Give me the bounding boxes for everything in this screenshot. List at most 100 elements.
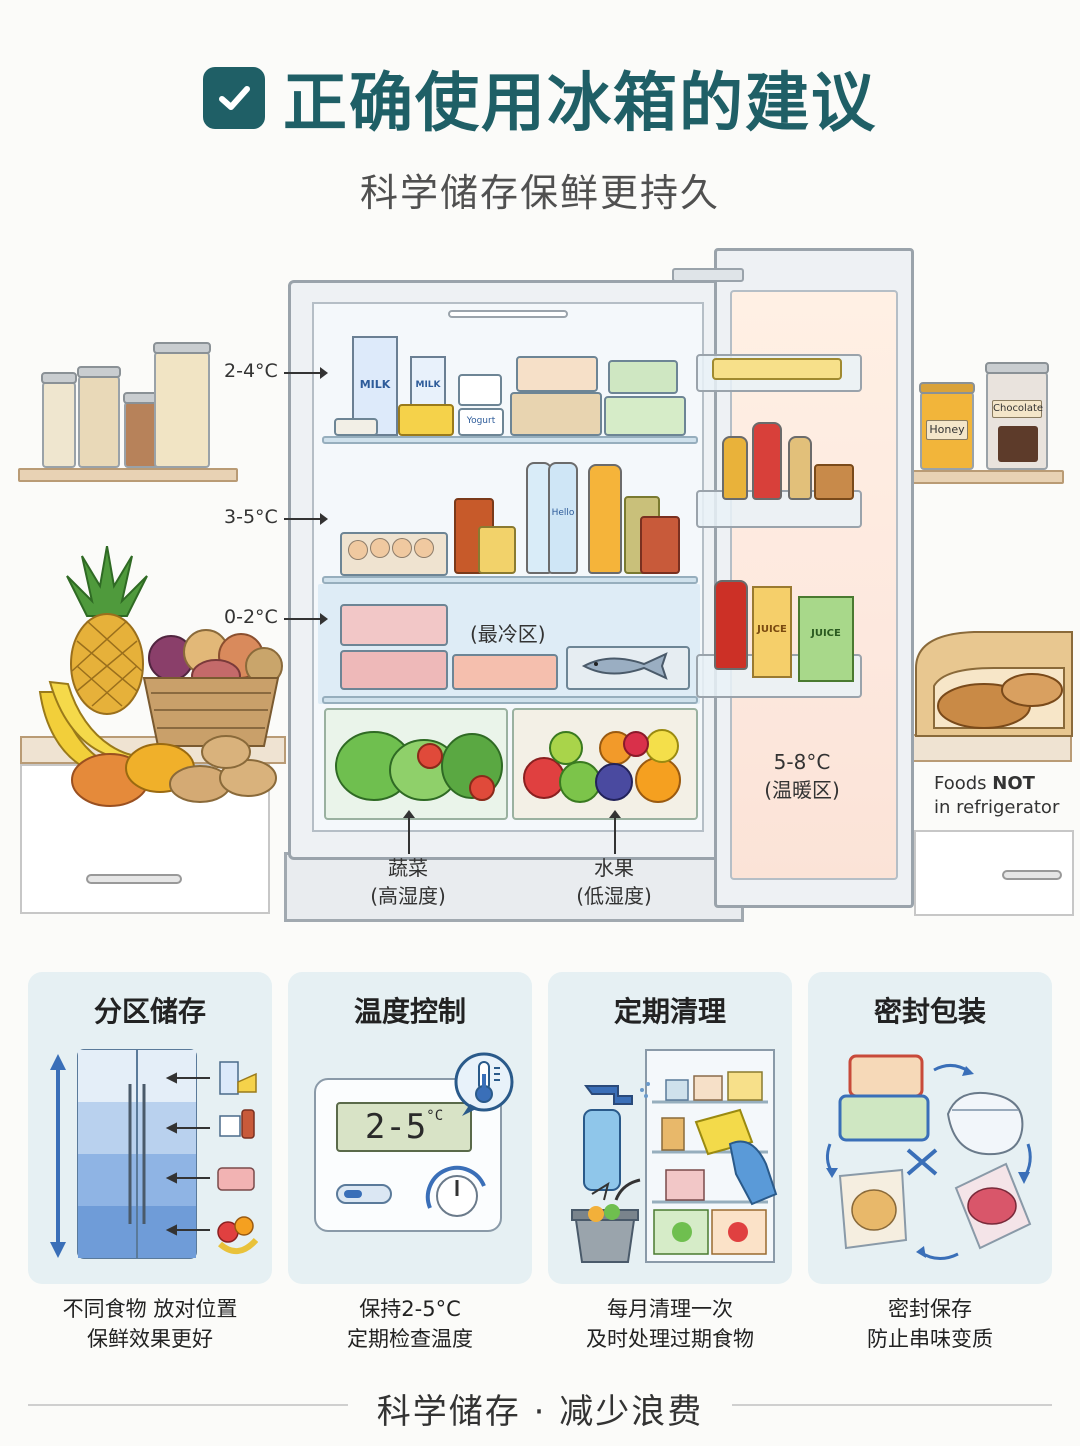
vegetable-drawer-label: 蔬菜 (高湿度) <box>348 854 468 910</box>
caption-line1: 密封保存 <box>888 1297 972 1321</box>
oats-jar-icon <box>77 366 121 468</box>
card-caption-sealed-packaging: 密封保存 防止串味变质 <box>808 1294 1052 1354</box>
caption-line2: 定期检查温度 <box>347 1327 473 1351</box>
leftovers-container-icon <box>516 356 598 392</box>
fish-icon <box>581 652 668 680</box>
thermometer-icon <box>454 1052 514 1116</box>
door-temp-value: 5-8°C <box>773 750 831 774</box>
fridge-shelf-top <box>322 436 698 444</box>
yogurt-cup-icon-2: Yogurt <box>458 408 504 436</box>
display-unit: °C <box>426 1108 444 1124</box>
water-bottle-icon-2: Hello <box>548 462 578 574</box>
footer-divider-right <box>732 1404 1052 1406</box>
temperature-display: 2-5°C <box>336 1102 472 1152</box>
door-hinge <box>672 268 744 282</box>
card-title: 定期清理 <box>613 995 726 1028</box>
milk-carton-small-text: MILK <box>415 380 441 390</box>
tips-cards: 分区储存 <box>28 972 1052 1362</box>
juice-carton-text: JUICE <box>757 624 787 635</box>
grain-jar-icon <box>41 372 77 468</box>
chocolate-jar-icon: Chocolate <box>985 362 1049 470</box>
temperature-dial-icon[interactable] <box>422 1156 492 1226</box>
milk-carton-text: MILK <box>359 378 391 391</box>
meat-container-icon-2 <box>340 650 448 690</box>
arrow-right-icon <box>284 513 328 525</box>
left-wall-shelf <box>18 468 238 482</box>
cheese-icon <box>398 404 454 436</box>
page-title: 正确使用冰箱的建议 <box>283 67 877 141</box>
card-title: 分区储存 <box>93 995 206 1028</box>
juice-carton-2-text: JUICE <box>811 628 841 639</box>
butter-dish-icon <box>334 418 378 436</box>
header: 正确使用冰箱的建议 科学储存保鲜更持久 <box>0 52 1080 217</box>
pasta-jar-icon <box>153 342 211 468</box>
ketchup-bottle-icon <box>714 580 748 670</box>
yogurt-cup-icon <box>458 374 502 406</box>
water-bottle-icon <box>526 462 552 574</box>
caption-line1: 不同食物 放对位置 <box>62 1297 238 1321</box>
thermostat-illustration: 2-5°C <box>302 1044 518 1264</box>
orange-juice-bottle-icon <box>588 464 622 574</box>
door-zone-label: 5-8°C (温暖区) <box>752 748 852 804</box>
left-cabinet-handle <box>86 874 182 884</box>
arrow-up-icon <box>403 810 415 854</box>
salad-container-icon <box>608 360 678 394</box>
sealed-containers-icon <box>825 1054 1032 1260</box>
arrow-right-icon <box>284 367 328 379</box>
fridge-shelf-middle <box>322 576 698 584</box>
zoned-fridge-icon <box>50 1049 258 1259</box>
title-row: 正确使用冰箱的建议 <box>0 52 1080 144</box>
shelf-temp-top: 2-4°C <box>224 360 278 382</box>
footer: 科学储存 · 减少浪费 <box>0 1380 1080 1432</box>
page-subtitle: 科学储存保鲜更持久 <box>359 171 720 215</box>
dressing-bottle-icon <box>788 436 812 500</box>
foods-not-bold: NOT <box>992 773 1035 794</box>
jam-jar-icon <box>478 526 516 574</box>
butter-block-icon <box>712 358 842 380</box>
right-cabinet-handle <box>1002 870 1062 880</box>
caption-line2: 保鲜效果更好 <box>87 1327 213 1351</box>
coldest-zone-label: (最冷区) <box>470 622 546 646</box>
honey-label: Honey <box>926 420 968 440</box>
meat-container-icon <box>340 604 448 646</box>
mustard-bottle-icon <box>722 436 748 500</box>
card-title: 温度控制 <box>353 995 466 1028</box>
condiment-jar-icon <box>814 464 854 500</box>
right-wall-shelf <box>912 470 1064 484</box>
fridge-light <box>448 310 568 318</box>
caption-line1: 每月清理一次 <box>607 1297 733 1321</box>
shelf-temp-middle: 3-5°C <box>224 506 278 528</box>
kitchen-scene: Honey Chocolate <box>0 240 1080 930</box>
pineapple-icon <box>66 546 148 715</box>
tomato-sauce-jar-icon <box>640 516 680 574</box>
fruit-drawer-label: 水果 (低湿度) <box>554 854 674 910</box>
salad-container-icon-2 <box>604 396 686 436</box>
card-regular-cleaning: 定期清理 <box>548 972 792 1284</box>
water-bottle-text: Hello <box>551 508 575 518</box>
arrow-right-icon <box>284 613 328 625</box>
caption-line2: 防止串味变质 <box>867 1327 993 1351</box>
bananas-mango-potatoes-icon <box>38 680 277 807</box>
footer-slogan: 科学储存 · 减少浪费 <box>376 1392 704 1432</box>
fruits-icon <box>523 729 681 803</box>
fish-fillet-tray-icon <box>452 654 558 690</box>
checkmark-icon <box>203 67 265 129</box>
caption-line2: 及时处理过期食物 <box>586 1327 754 1351</box>
card-caption-temperature-control: 保持2-5°C 定期检查温度 <box>288 1294 532 1354</box>
cleaning-fridge-icon <box>571 1049 778 1263</box>
fruit-basket-icon <box>142 629 283 747</box>
card-zoned-storage: 分区储存 <box>28 972 272 1284</box>
shelf-temp-bottom: 0-2°C <box>224 606 278 628</box>
card-title: 密封包装 <box>873 995 986 1028</box>
mode-toggle[interactable] <box>336 1184 392 1204</box>
card-temperature-control: 温度控制 2-5°C <box>288 972 532 1284</box>
caption-line1: 保持2-5°C <box>359 1297 461 1321</box>
meal-prep-container-icon <box>510 392 602 436</box>
honey-jar-icon: Honey <box>919 382 975 470</box>
vegetables-icon <box>335 731 503 801</box>
fridge-shelf-bottom <box>322 696 698 704</box>
card-caption-zoned-storage: 不同食物 放对位置 保鲜效果更好 <box>28 1294 272 1354</box>
foods-not-prefix: Foods <box>934 773 993 794</box>
hot-sauce-bottle-icon <box>752 422 782 500</box>
arrow-up-icon <box>609 810 621 854</box>
